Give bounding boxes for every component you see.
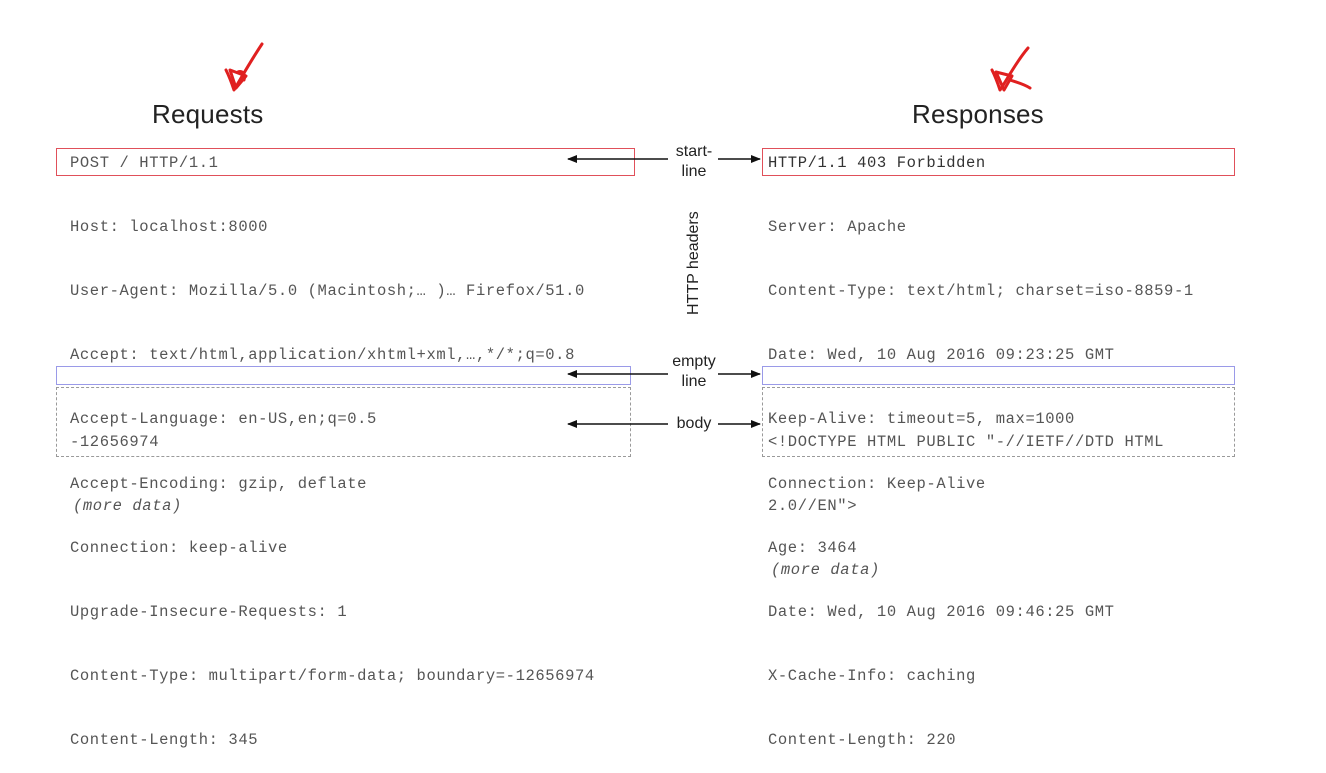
start-line-label: start- line [660,142,728,182]
response-header-line: Server: Apache [768,217,907,236]
request-header-line: Accept: text/html,application/xhtml+xml,… [70,346,575,365]
request-start-line: POST / HTTP/1.1 [70,154,219,172]
response-header-line: Connection: Keep-Alive [768,474,986,493]
request-empty-line-box [56,366,631,385]
response-header-line: Date: Wed, 10 Aug 2016 09:46:25 GMT [768,603,1115,622]
start-line-label-2: line [681,163,707,180]
response-empty-line-box [762,366,1235,385]
body-label: body [676,415,712,432]
request-header-line: Host: localhost:8000 [70,217,269,236]
response-header-line: Keep-Alive: timeout=5, max=1000 [768,410,1075,429]
requests-title: Requests [152,99,264,129]
empty-line-label-2: line [681,373,707,390]
response-header-line: Content-Length: 220 [768,731,957,750]
response-header-line: Content-Type: text/html; charset=iso-885… [768,282,1194,301]
request-header-line: Accept-Encoding: gzip, deflate [70,474,368,493]
request-header-line: Upgrade-Insecure-Requests: 1 [70,603,348,622]
request-header-line: Content-Type: multipart/form-data; bound… [70,667,595,686]
requests-check-mark [224,42,264,92]
response-start-line: HTTP/1.1 403 Forbidden [768,154,986,172]
request-start-line-box [56,148,635,176]
request-header-line: User-Agent: Mozilla/5.0 (Macintosh;… )… … [70,282,585,301]
response-body-more: (more data) [771,561,880,580]
response-header-line: Date: Wed, 10 Aug 2016 09:23:25 GMT [768,346,1115,365]
response-header-line: X-Cache-Info: caching [768,667,976,686]
request-body-line: -12656974 [70,432,160,451]
response-body-line: <!DOCTYPE HTML PUBLIC "-//IETF//DTD HTML [768,432,1165,451]
responses-title: Responses [912,99,1044,129]
request-header-line: Connection: keep-alive [70,538,288,557]
request-body-box [56,387,631,457]
diagram-arrows [224,42,1032,428]
empty-line-label: empty line [660,352,728,392]
response-body-box [762,387,1235,457]
empty-line-label-1: empty [672,353,716,370]
responses-check-mark [990,46,1032,92]
request-header-line: Content-Length: 345 [70,731,259,750]
start-line-label-1: start- [675,143,713,160]
response-start-line-box [762,148,1235,176]
request-header-line: Accept-Language: en-US,en;q=0.5 [70,410,377,429]
